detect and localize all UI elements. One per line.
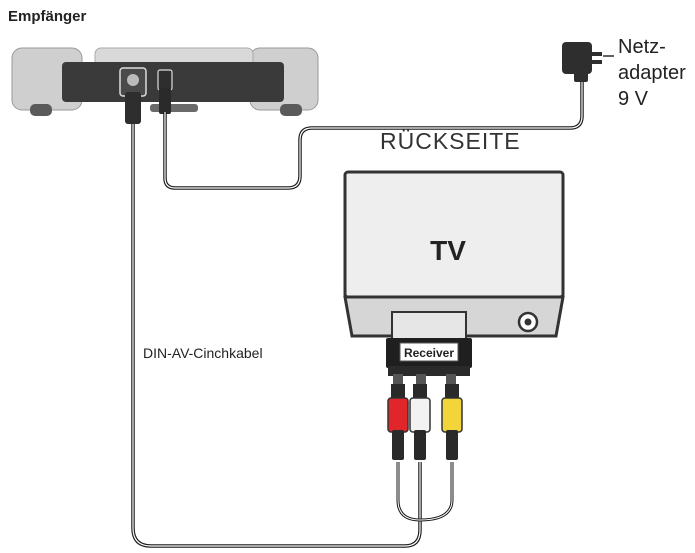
rca-plug-red [387,384,409,460]
din-plug [119,67,147,124]
back-side-label: RÜCKSEITE [380,128,521,154]
scart-adapter [386,311,472,384]
cable-label: DIN-AV-Cinchkabel [143,345,263,361]
receiver-label: Empfänger [8,8,87,25]
rca-plug-white [409,384,431,460]
power-adapter [562,42,614,82]
adapter-label-line3: 9 V [618,88,649,110]
receiver-device [11,47,319,116]
rca-plug-yellow [441,384,463,460]
adapter-label-line2: adapter [618,62,686,84]
power-plug [157,69,173,114]
adapter-label-line1: Netz- [618,36,666,58]
tv-label: TV [430,235,466,266]
scart-adapter-label: Receiver [404,346,454,360]
